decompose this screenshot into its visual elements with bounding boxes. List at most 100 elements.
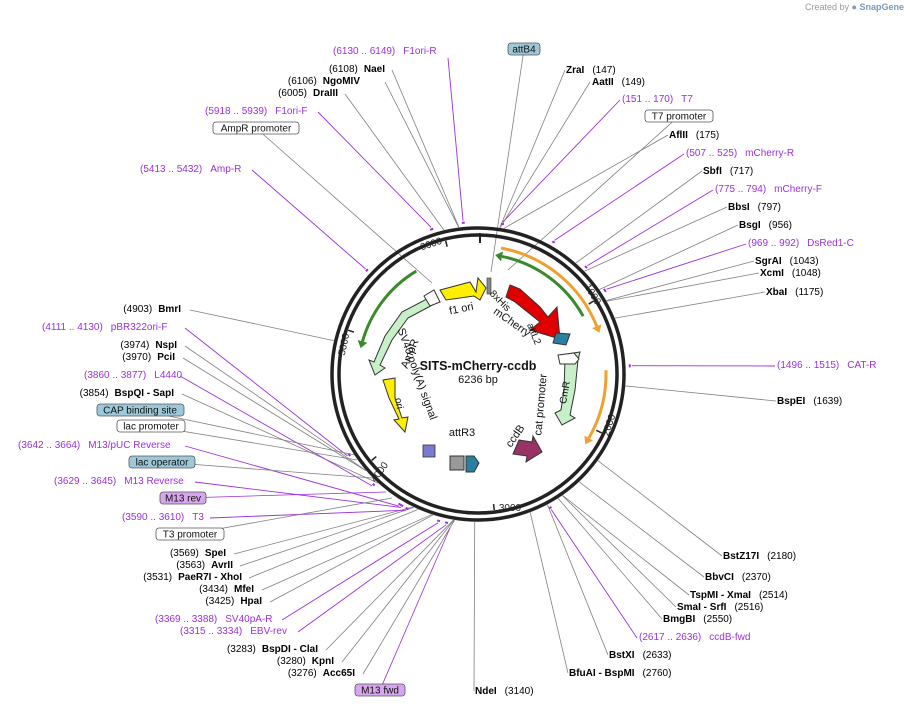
ccdb-shape	[512, 434, 543, 464]
feature-box-label: M13 rev	[165, 494, 201, 505]
feature-box-ampr-promoter	[212, 121, 300, 135]
enzyme-pos: (3569)	[170, 548, 199, 559]
enzyme-leader	[269, 514, 434, 603]
enzyme-leader	[606, 272, 760, 302]
primer-label-t7: (151 .. 170)T7	[622, 94, 693, 105]
primer-label-mcherry-f: (775 .. 794) mCherry-F	[715, 184, 822, 195]
primer-name: mCherry-R	[745, 148, 794, 159]
primer-label-cat-r: (1496 .. 1515)CAT-R	[777, 360, 877, 371]
enzyme-leader	[261, 514, 432, 591]
primer-label-t3: (3590 .. 3610)T3	[122, 512, 204, 523]
enzyme-name: DraIII	[313, 88, 338, 99]
attr3-arrow	[465, 455, 480, 473]
enzyme-leader	[562, 495, 690, 596]
enzyme-label-hpai: (3425)HpaI	[205, 596, 262, 607]
enzyme-label-acc65i: (3276)Acc65I	[288, 668, 355, 679]
primer-leader	[606, 243, 747, 290]
enzyme-label-bstz17i: BstZ17I(2180)	[723, 551, 796, 562]
enzyme-label-spei: (3569)SpeI	[170, 548, 226, 559]
primer-mark	[398, 502, 402, 507]
feature-box-attb4	[507, 42, 541, 56]
enzyme-name: BspDI - ClaI	[262, 644, 318, 655]
backbone-inner	[337, 233, 619, 515]
enzyme-name: NaeI	[364, 64, 385, 75]
enzyme-name: SbfI	[703, 166, 722, 177]
enzyme-name: XcmI	[760, 268, 784, 279]
primer-mark	[551, 240, 556, 244]
attl2-shape	[552, 332, 571, 346]
enzyme-label-nspi: (3974)NspI	[120, 340, 177, 351]
ampr-promoter-shape	[423, 289, 441, 307]
primer-leader	[281, 522, 439, 621]
enzyme-leader	[325, 519, 454, 651]
primer-range: (969 .. 992)	[748, 238, 799, 249]
primer-label-sv40pa-r: (3369 .. 3388)SV40pA-R	[155, 614, 273, 625]
enzyme-leader	[584, 206, 728, 272]
enzyme-label-sbfi: SbfI (717)	[703, 166, 753, 177]
green-arc	[361, 269, 418, 342]
primer-mark	[400, 504, 404, 508]
arc-arrowhead	[495, 251, 504, 262]
enzyme-name: BsgI	[739, 220, 761, 231]
cat-promoter-shape	[557, 352, 580, 365]
primer-label-ebv-rev: (3315 .. 3334)EBV-rev	[180, 626, 287, 637]
enzyme-pos: (3974)	[120, 340, 149, 351]
enzyme-pos: (6108)	[329, 64, 358, 75]
enzyme-name: XbaI	[766, 287, 787, 298]
primer-mark	[372, 482, 376, 487]
his-tag-box	[486, 277, 492, 295]
enzyme-label-bmri: (4903)BmrI	[123, 304, 181, 315]
enzyme-label-mfei: (3434)MfeI	[199, 584, 254, 595]
attr3-box	[449, 455, 465, 471]
enzyme-label-bmgbi: BmgBI(2550)	[663, 614, 732, 625]
enzyme-name: ZraI	[566, 65, 585, 76]
enzyme-name: TspMI - XmaI	[690, 590, 751, 601]
orange-arc	[587, 370, 608, 439]
arc-arrowhead	[357, 340, 368, 349]
enzyme-pos: (717)	[730, 166, 753, 177]
credit-app: SnapGene	[859, 2, 904, 12]
enzyme-name: BbsI	[728, 202, 750, 213]
primer-label-l4440: (3860 .. 3877)L4440	[84, 370, 183, 381]
enzyme-pos: (3854)	[80, 388, 109, 399]
enzyme-leader	[625, 385, 777, 402]
enzyme-name: NdeI	[475, 686, 497, 697]
primer-label-amp-r: (5413 .. 5432)Amp-R	[140, 164, 241, 175]
primer-leader	[554, 153, 685, 241]
primer-name: SV40pA-R	[225, 614, 272, 625]
feature-box-cap-binding-site	[96, 403, 185, 417]
feature-box-m13-rev	[159, 491, 207, 505]
tick-mark	[595, 429, 603, 434]
primer-range: (775 .. 794)	[715, 184, 766, 195]
feature-leader	[379, 527, 451, 691]
enzyme-leader	[239, 506, 414, 567]
enzyme-pos: (2550)	[703, 614, 732, 625]
arc-arrowhead	[584, 435, 594, 445]
primer-mark	[444, 521, 449, 524]
primer-range: (3590 .. 3610)	[122, 512, 184, 523]
enzyme-label-bspdi-clai: (3283)BspDI - ClaI	[227, 644, 318, 655]
primer-label-m13-puc-reverse: (3642 .. 3664)M13/pUC Reverse	[18, 440, 171, 451]
primer-mark	[405, 506, 409, 511]
enzyme-pos: (797)	[758, 202, 781, 213]
enzyme-leader	[362, 519, 455, 675]
enzyme-label-smai-srfi: SmaI - SrfI(2516)	[677, 602, 763, 613]
primer-name: F1ori-F	[275, 106, 307, 117]
primer-range: (3860 .. 3877)	[84, 370, 146, 381]
enzyme-name: MfeI	[234, 584, 254, 595]
enzyme-leader	[599, 224, 739, 290]
primer-leader	[251, 169, 366, 270]
enzyme-pos: (3425)	[205, 596, 234, 607]
enzyme-leader	[499, 69, 566, 228]
primer-name: mCherry-F	[774, 184, 822, 195]
enzyme-leader	[184, 345, 366, 471]
enzyme-pos: (2514)	[759, 590, 788, 601]
primer-range: (5918 .. 5939)	[205, 106, 267, 117]
site-labels: (6108)NaeI(6106)NgoMIV(6005)DraIIIZraI(1…	[18, 42, 877, 697]
feature-leader	[150, 425, 358, 461]
feature-box-label: T7 promoter	[652, 112, 707, 123]
enzyme-leader	[562, 495, 677, 608]
enzyme-name: PaeR7I - XhoI	[178, 572, 242, 583]
enzyme-leader	[391, 69, 460, 228]
enzyme-label-ngomiv: (6106)NgoMIV	[288, 76, 360, 87]
